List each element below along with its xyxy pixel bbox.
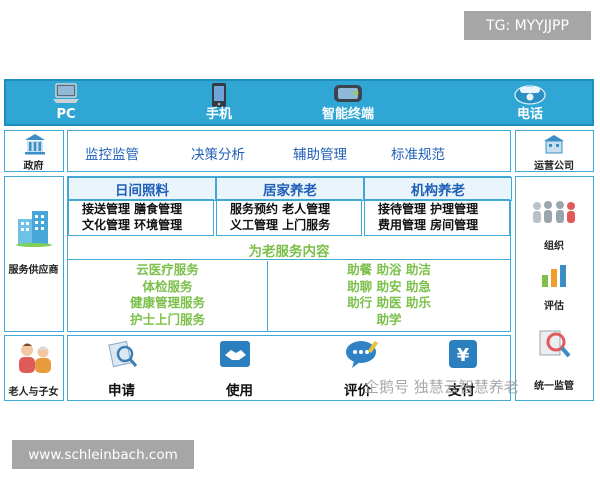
provider-services-panel xyxy=(67,176,511,332)
category-day-care-title: 日间照料 xyxy=(68,177,216,201)
access-channel-bar: PC 手机 智能终端 电话 xyxy=(4,79,594,126)
organization-people-icon xyxy=(533,201,575,223)
channel-pc-label: PC xyxy=(56,107,76,122)
evaluation-chart-icon xyxy=(542,265,566,287)
chat-bubble-icon xyxy=(346,340,379,368)
evaluation-label: 评估 xyxy=(544,301,564,312)
category-institution-care-line2: 费用管理 房间管理 xyxy=(378,218,479,232)
category-institution-care-title: 机构养老 xyxy=(364,177,512,201)
government-functions-row: 监控监管 决策分析 辅助管理 标准规范 xyxy=(67,130,511,172)
service-nurse-home-visit: 护士上门服务 xyxy=(129,311,205,327)
category-day-care-box: 接送管理 膳食管理 文化管理 环境管理 xyxy=(68,199,214,236)
organization-label: 组织 xyxy=(544,241,564,252)
service-physical-exam: 体检服务 xyxy=(142,278,193,294)
apply-magnifier-icon xyxy=(108,340,138,368)
oversight-column: 组织 评估 统一监管 xyxy=(515,176,594,401)
services-assistance-column: 助餐 助浴 助洁 助聊 助安 助急 助行 助医 助乐 助学 xyxy=(268,261,510,331)
watermark-tag-top: TG: MYYJJPP xyxy=(464,11,591,40)
watermark-overlay-text: 企鹅号 独慧云智慧养老 xyxy=(364,378,519,396)
action-apply-label: 申请 xyxy=(108,383,135,399)
elderly-family-box: 老人与子女 xyxy=(4,335,64,401)
telephone-icon xyxy=(514,85,546,105)
action-pay-label: 支付 xyxy=(448,383,475,399)
service-health-management: 健康管理服务 xyxy=(129,295,205,310)
menu-decision-analysis: 决策分析 xyxy=(191,147,245,163)
oversight-label: 统一监管 xyxy=(534,381,574,392)
action-evaluate-label: 评价 xyxy=(344,383,371,399)
services-content-title: 为老服务内容 xyxy=(68,240,510,260)
mobile-phone-icon xyxy=(212,83,226,107)
menu-assist-management: 辅助管理 xyxy=(293,147,347,163)
watermark-tag-bottom: www.schleinbach.com xyxy=(12,440,194,469)
service-assist-line1: 助餐 助浴 助洁 xyxy=(347,262,431,277)
government-label: 政府 xyxy=(23,161,44,172)
category-home-care-box: 服务预约 老人管理 义工管理 上门服务 xyxy=(216,199,362,236)
elderly-and-children-icon xyxy=(19,343,51,373)
user-actions-row: 申请 使用 评价 ¥ 支付 xyxy=(67,335,511,401)
menu-standards: 标准规范 xyxy=(391,147,445,163)
category-institution-care-box: 接待管理 护理管理 费用管理 房间管理 xyxy=(364,199,510,236)
yen-payment-icon: ¥ xyxy=(449,340,477,368)
government-box: 政府 xyxy=(4,130,64,172)
action-use-label: 使用 xyxy=(226,383,253,399)
operator-box: 运营公司 xyxy=(515,130,594,172)
channel-mobile-label: 手机 xyxy=(205,107,232,122)
government-building-icon xyxy=(25,134,45,155)
service-assist-line3: 助行 助医 助乐 xyxy=(347,295,431,310)
channel-telephone: 电话 xyxy=(500,81,560,124)
operator-label: 运营公司 xyxy=(534,161,574,172)
category-home-care-line2: 义工管理 上门服务 xyxy=(230,218,331,232)
handshake-icon xyxy=(220,341,250,367)
elderly-family-label: 老人与子女 xyxy=(8,387,59,398)
category-day-care-line2: 文化管理 环境管理 xyxy=(82,218,183,232)
category-home-care-title: 居家养老 xyxy=(216,177,364,201)
channel-mobile: 手机 xyxy=(189,81,249,124)
operator-building-icon xyxy=(544,135,564,154)
laptop-icon xyxy=(53,83,79,103)
channel-smart-terminal-label: 智能终端 xyxy=(321,107,374,122)
service-provider-label: 服务供应商 xyxy=(8,265,59,276)
oversight-magnifier-icon xyxy=(539,330,571,358)
service-assist-line4: 助学 xyxy=(376,311,402,327)
category-institution-care-line1: 接待管理 护理管理 xyxy=(378,202,479,216)
category-day-care-line1: 接送管理 膳食管理 xyxy=(82,202,183,216)
menu-monitoring: 监控监管 xyxy=(85,147,139,163)
service-assist-line2: 助聊 助安 助急 xyxy=(347,278,431,294)
svg-text:¥: ¥ xyxy=(457,345,470,366)
channel-smart-terminal: 智能终端 xyxy=(313,81,383,124)
services-medical-column: 云医疗服务 体检服务 健康管理服务 护士上门服务 xyxy=(68,261,268,331)
service-cloud-medical: 云医疗服务 xyxy=(136,262,199,277)
smart-terminal-icon xyxy=(334,85,362,102)
service-provider-box: 服务供应商 xyxy=(4,176,64,332)
category-home-care-line1: 服务预约 老人管理 xyxy=(230,202,331,216)
channel-telephone-label: 电话 xyxy=(516,107,543,122)
channel-pc: PC xyxy=(36,81,96,124)
office-buildings-icon xyxy=(16,211,52,247)
